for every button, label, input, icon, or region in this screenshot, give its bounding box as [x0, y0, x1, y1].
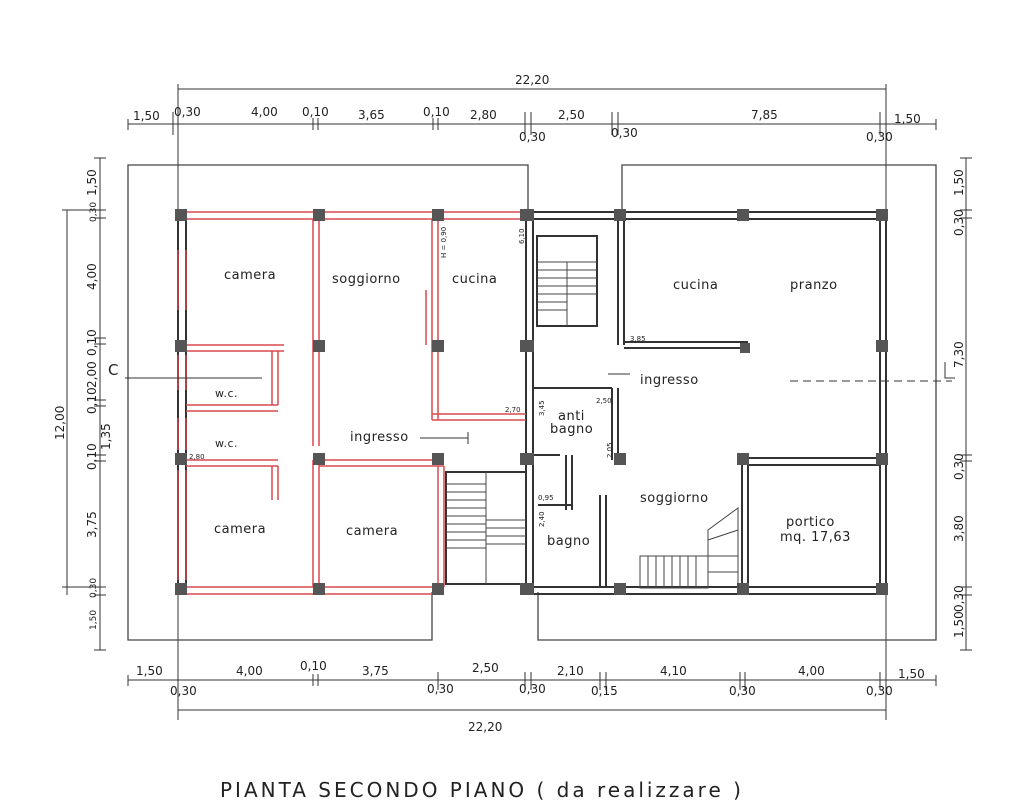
dim-top: 0,10 [302, 105, 329, 119]
dim-bottom-sub: 0,30 [170, 684, 197, 698]
dim-right: 0,30 [952, 209, 966, 236]
dim-bottom: 0,10 [300, 659, 327, 673]
dim-left: 0,30 [89, 202, 99, 222]
dim-top: 2,80 [470, 108, 497, 122]
room-label-camera: camera [224, 268, 276, 283]
dim-left: 0,10 [85, 387, 99, 414]
dim-bottom: 2,10 [557, 664, 584, 678]
dim-left-total: 12,00 [53, 406, 67, 440]
dim-left: 1,50 [85, 169, 99, 196]
dim-label: 2,05 [606, 442, 614, 458]
room-label-bagno: bagno [547, 534, 590, 549]
room-label-ingresso: ingresso [350, 430, 409, 445]
height-label: H = 0,90 [440, 227, 448, 258]
dim-left: 0,10 [85, 329, 99, 356]
section-lines [125, 362, 955, 444]
dim-left: 0,10 [85, 443, 99, 470]
dim-top: 2,50 [558, 108, 585, 122]
dimension-lines [62, 84, 972, 720]
room-label-cucina: cucina [452, 272, 497, 287]
dim-bottom: 3,75 [362, 664, 389, 678]
dim-label: 2,80 [189, 453, 205, 461]
room-label-soggiorno: soggiorno [640, 491, 709, 506]
dim-top-total: 22,20 [515, 73, 549, 87]
dim-bottom: 1,50 [898, 667, 925, 681]
room-label-ingresso: ingresso [640, 373, 699, 388]
dim-bottom: 4,00 [236, 664, 263, 678]
dim-left: 2,00 [85, 361, 99, 388]
dim-label: 3,85 [630, 335, 646, 343]
dim-left: 1,35 [99, 423, 113, 450]
dim-label: 2,40 [538, 511, 546, 527]
dim-left: 0,30 [89, 578, 99, 598]
dim-right: 3,80 [952, 515, 966, 542]
room-label-bagno: bagno [550, 422, 593, 437]
room-label-wc: w.c. [215, 387, 238, 400]
dim-top: 1,50 [133, 109, 160, 123]
dim-top-sub: 0,30 [519, 130, 546, 144]
dim-top-sub: 0,30 [866, 130, 893, 144]
dim-top: 4,00 [251, 105, 278, 119]
room-label-portico-area: mq. 17,63 [780, 530, 851, 545]
dim-bottom-sub: 0,30 [519, 682, 546, 696]
dim-bottom-sub: 0,15 [591, 684, 618, 698]
stairs-right-bottom [639, 507, 739, 589]
stairs-left-bottom [446, 472, 526, 584]
dim-bottom-sub: 0,30 [427, 682, 454, 696]
room-labels: camera soggiorno cucina w.c. w.c. ingres… [108, 268, 851, 549]
dim-label: 2,50 [596, 397, 612, 405]
dim-bottom: 4,00 [798, 664, 825, 678]
room-label-anti: anti [558, 409, 585, 424]
room-label-soggiorno: soggiorno [332, 272, 401, 287]
dim-left: 3,75 [85, 511, 99, 538]
dim-label: 6,10 [518, 228, 526, 244]
room-label-portico: portico [786, 515, 835, 530]
dim-top: 1,50 [894, 112, 921, 126]
room-label-pranzo: pranzo [790, 278, 838, 293]
dim-left: 4,00 [85, 263, 99, 290]
dim-top: 0,10 [423, 105, 450, 119]
new-walls [177, 211, 526, 595]
dim-right: 0,30 [952, 585, 966, 612]
dim-bottom: 1,50 [136, 664, 163, 678]
dim-bottom-sub: 0,30 [729, 684, 756, 698]
terrace-outline [127, 164, 937, 641]
dim-right: 0,30 [952, 453, 966, 480]
dim-label: 0,95 [538, 494, 554, 502]
dim-top: 0,30 [174, 105, 201, 119]
room-label-camera: camera [346, 524, 398, 539]
dim-right: 7,30 [952, 341, 966, 368]
room-label-camera: camera [214, 522, 266, 537]
room-label-cucina: cucina [673, 278, 718, 293]
dim-top: 7,85 [751, 108, 778, 122]
dim-top: 3,65 [358, 108, 385, 122]
wall-posts [175, 209, 888, 595]
room-label-wc: w.c. [215, 437, 238, 450]
small-labels: H = 0,90 6,10 3,85 2,70 3,45 2,50 2,05 2… [189, 227, 646, 527]
dim-bottom: 2,50 [472, 661, 499, 675]
section-marker: C [108, 361, 118, 379]
dim-label: 3,45 [538, 400, 546, 416]
dim-top-sub: 0,30 [611, 126, 638, 140]
dim-label: 2,70 [505, 406, 521, 414]
dim-bottom-sub: 0,30 [866, 684, 893, 698]
dim-bottom-total: 22,20 [468, 720, 502, 734]
dim-bottom: 4,10 [660, 664, 687, 678]
dim-left: 1,50 [89, 610, 99, 630]
dim-right: 1,50 [952, 611, 966, 638]
stairs-right-top [537, 261, 597, 326]
dim-right: 1,50 [952, 169, 966, 196]
dimension-texts: 22,20 1,50 0,30 4,00 0,10 3,65 0,10 2,80… [53, 73, 966, 734]
plan-caption: PIANTA SECONDO PIANO ( da realizzare ) [220, 778, 744, 802]
